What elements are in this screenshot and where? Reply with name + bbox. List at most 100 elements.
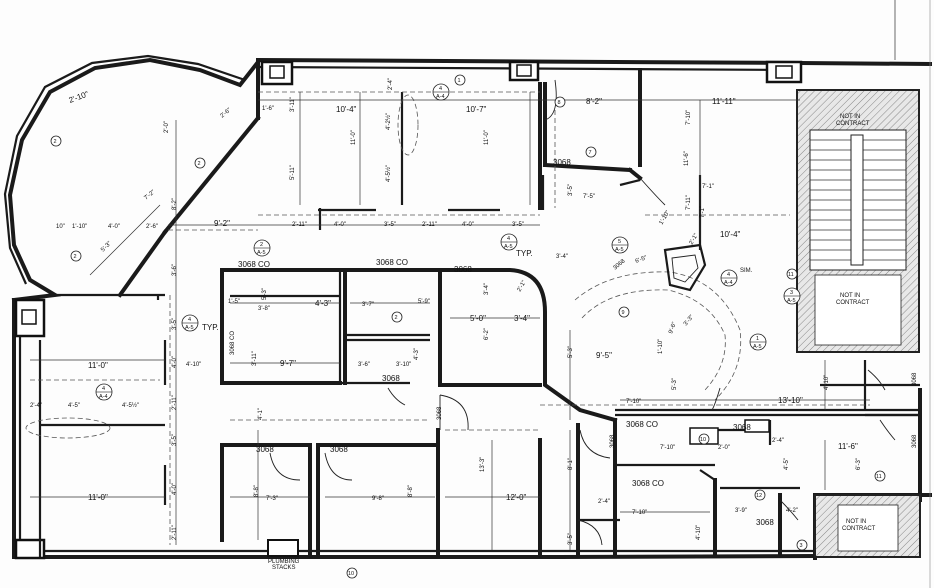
dim-label: 6'-2"	[484, 328, 490, 340]
dim-label: 8'-2"	[172, 198, 178, 210]
dimension-labels: 2'-10" 2'-6" 2'-0" 1'-6" 3'-11" 10'-4" 2…	[30, 78, 862, 545]
tag-circle: 1	[454, 74, 466, 86]
dim-label: 3'-5"	[172, 318, 178, 330]
dim-label: 13'-10"	[778, 396, 803, 405]
dim-label: 2'-11"	[422, 222, 437, 228]
tag-number: 2	[74, 254, 77, 260]
door-label: 3068	[330, 445, 348, 454]
dim-label: 11'-0"	[484, 130, 490, 145]
section-mark-number: 3	[790, 290, 793, 296]
dim-label: 8'-2"	[586, 97, 602, 106]
tag-circle: 2	[70, 250, 82, 262]
section-mark: 4 A-5	[500, 233, 518, 251]
dim-label: 5'-0"	[470, 314, 486, 323]
dim-label: 9'-6"	[668, 321, 678, 334]
section-mark: 1 A-5	[749, 333, 767, 351]
door-label: 3068 CO	[238, 260, 270, 269]
plumbing-note-line1: PLUMBING	[268, 559, 300, 565]
tag-circle: 9	[618, 306, 630, 318]
tag-number: 11	[788, 272, 794, 278]
stair-note-2-line2: CONTRACT	[836, 300, 870, 306]
door-label: 3068 CO	[230, 331, 236, 355]
dim-label: 4'-5½"	[122, 402, 139, 409]
tag-number: 7	[589, 150, 592, 156]
tag-circle: 10	[346, 567, 358, 579]
door-label: 3068	[256, 445, 274, 454]
dim-label: 3'-5"	[568, 184, 574, 196]
dim-label: 9'-8"	[372, 496, 384, 502]
section-mark-sheet: A-5	[504, 244, 513, 250]
dim-label: 11'-6"	[838, 442, 858, 451]
dim-label: 2'-4"	[598, 499, 610, 505]
section-mark-sheet: A-4	[99, 394, 108, 400]
door-label: 3068	[382, 374, 400, 383]
door-label: 3068 CO	[632, 479, 664, 488]
section-mark-number: 2	[260, 242, 263, 248]
dim-label: 4'-5"	[784, 458, 790, 470]
dim-label: 3'-5"	[172, 434, 178, 446]
tag-circle: 7	[585, 146, 597, 158]
dim-label: 3'-11"	[252, 351, 258, 366]
dim-label: 10'-7"	[466, 105, 487, 114]
core-note-line2: CONTRACT	[842, 526, 876, 532]
dim-label: 7'-1"	[700, 206, 706, 218]
section-mark-number: 4	[439, 86, 442, 92]
door-label: 3068	[912, 372, 918, 386]
dim-label: 1'-5"	[228, 299, 240, 305]
dim-label: 2'-10"	[68, 89, 90, 104]
stair-note-2-line1: NOT IN	[840, 293, 860, 299]
dim-label: 3'-5"	[384, 222, 396, 228]
tag-circle: 11	[874, 470, 886, 482]
dim-label: 3'-4"	[556, 254, 568, 260]
door-label: 3068	[912, 434, 918, 448]
dim-label: 4'-2½"	[385, 113, 392, 130]
dim-label: 2'-11"	[292, 222, 307, 228]
dim-label: 3'-6"	[172, 264, 178, 276]
dim-label: 4'-0"	[172, 483, 178, 495]
dim-label: 4'-0"	[334, 222, 346, 228]
dim-label: 4'-0"	[172, 356, 178, 368]
dim-label: 4'-0"	[108, 224, 120, 230]
dimension-lines	[30, 92, 870, 550]
section-mark-sheet: A-4	[724, 280, 733, 286]
dim-label: 7'-10"	[626, 399, 641, 405]
dim-label: 3'-8"	[258, 306, 270, 312]
dim-label: 4'-2"	[786, 508, 798, 514]
dim-label: 7'-2"	[143, 189, 156, 201]
dim-label: 7'-3"	[266, 496, 278, 502]
dim-label: 3'-9"	[735, 508, 747, 514]
tag-number: 10	[700, 437, 706, 443]
dim-label: 2'-0"	[164, 121, 170, 133]
plumbing-note-line2: STACKS	[272, 565, 296, 571]
section-mark: 3 A-5	[783, 287, 801, 305]
dim-label: 4'-1"	[258, 408, 264, 420]
dim-label: 13'-3"	[480, 457, 486, 472]
dim-label: 7'-10"	[660, 445, 675, 451]
dim-label: 9'-2"	[214, 219, 230, 228]
stair-note-1-line1: NOT IN	[840, 114, 860, 120]
section-mark-number: 4	[507, 236, 510, 242]
dim-label: 2'-11"	[172, 395, 178, 410]
dim-label: 1'-10"	[72, 224, 87, 230]
section-mark: 2 A-5	[253, 239, 271, 257]
dim-label: 11'-11"	[712, 97, 736, 106]
tag-circle: 11	[786, 268, 798, 280]
tag-number: 12	[756, 493, 762, 499]
dim-label: 10"	[56, 224, 65, 230]
door-label: 3068 CO	[626, 420, 658, 429]
dim-label: 1'-6"	[262, 106, 274, 112]
dim-label: 5'-3"	[568, 346, 574, 358]
tag-circle: 2	[194, 157, 206, 169]
dashed-lines	[25, 91, 870, 545]
door-label: 3068	[733, 423, 751, 432]
dim-label: 5'-11"	[290, 165, 296, 180]
tag-circle: 3	[796, 539, 808, 551]
tag-circle: 10	[698, 433, 710, 445]
section-mark-number: 5	[618, 239, 621, 245]
dim-label: 2'-11"	[172, 525, 178, 540]
dim-label: 11'-0"	[88, 361, 108, 370]
dim-label: 2'-1"	[517, 280, 528, 293]
bottom-right-core: NOT IN CONTRACT	[814, 494, 921, 558]
